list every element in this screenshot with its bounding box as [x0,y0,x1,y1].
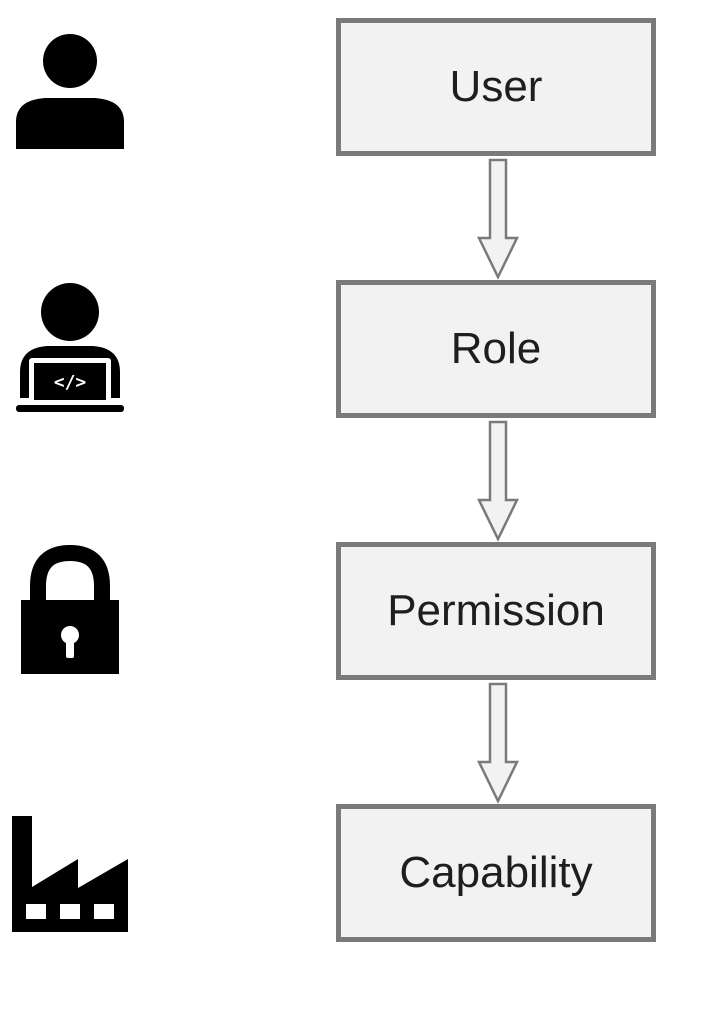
node-permission: Permission [336,542,656,680]
node-user: User [336,18,656,156]
node-label: Permission [387,586,605,635]
factory-icon [0,804,150,954]
node-label: User [449,62,543,111]
developer-icon: </> [0,280,150,430]
svg-text:</>: </> [54,372,87,393]
node-label: Role [450,324,542,373]
node-label: Capability [399,848,593,897]
node-role: Role [336,280,656,418]
edge-arrow [476,158,520,280]
edge-arrow [476,420,520,542]
node-capability: Capability [336,804,656,942]
user-icon [0,18,150,168]
lock-icon [0,542,150,692]
edge-arrow [476,682,520,804]
